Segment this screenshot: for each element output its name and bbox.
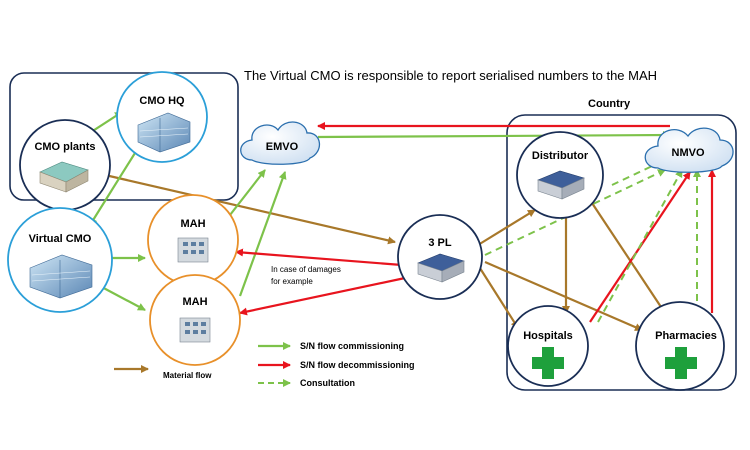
diagram-title: The Virtual CMO is responsible to report… (244, 68, 657, 83)
node-pharmacies: Pharmacies (635, 301, 725, 391)
node-emvo: EMVO (240, 121, 321, 165)
office-building-icon (137, 112, 191, 153)
arrow-3pl-to-hospitals (477, 264, 519, 329)
arrow-hospitals-to-nmvo-dashed (597, 169, 683, 323)
legend-material-label: Material flow (163, 371, 212, 380)
arrow-3pl-to-mah-top (235, 248, 403, 267)
cloud-icon (644, 127, 734, 173)
building-icon (179, 317, 211, 343)
arrow-3pl-to-pharmacies (484, 260, 643, 332)
arrow-mah-bottom-to-emvo (238, 171, 287, 297)
country-box (506, 114, 737, 391)
annotation-line-2: for example (271, 277, 313, 286)
arrow-3pl-to-distributor (477, 209, 536, 246)
legend: Material flow S/N flow commissioning S/N… (114, 341, 415, 388)
node-3pl: 3 PL (397, 214, 483, 300)
emvo-label: EMVO (266, 141, 299, 153)
office-building-icon (29, 254, 93, 299)
arrow-mah-top-to-emvo (229, 169, 266, 216)
arrow-plants-to-3pl (104, 173, 396, 245)
virtual-cmo-label: Virtual CMO (29, 233, 92, 245)
node-nmvo: NMVO (644, 127, 734, 173)
mah-top-label: MAH (180, 218, 205, 230)
cmo-plants-label: CMO plants (34, 141, 95, 153)
cloud-icon (240, 121, 321, 165)
arrow-distributor-to-pharmacies (589, 199, 666, 314)
legend-consultation-label: Consultation (300, 378, 355, 388)
3pl-label: 3 PL (428, 237, 452, 249)
node-virtual-cmo: Virtual CMO (7, 207, 113, 313)
node-cmo-plants: CMO plants (19, 119, 111, 211)
node-cmo-hq: CMO HQ (116, 71, 208, 163)
country-label: Country (588, 98, 631, 110)
medical-cross-icon (532, 347, 564, 379)
cmo-hq-label: CMO HQ (139, 95, 185, 107)
pharmacies-label: Pharmacies (655, 330, 717, 342)
node-hospitals: Hospitals (507, 305, 589, 387)
arrow-hq-to-virtual-cmo (89, 144, 141, 226)
node-distributor: Distributor (516, 131, 604, 219)
factory-icon (39, 161, 89, 193)
warehouse-icon (417, 253, 465, 283)
warehouse-icon (537, 170, 585, 200)
hospitals-label: Hospitals (523, 330, 573, 342)
medical-cross-icon (665, 347, 697, 379)
annotation-line-1: In case of damages (271, 265, 341, 274)
mah-bottom-label: MAH (182, 296, 207, 308)
legend-commissioning-label: S/N flow commissioning (300, 341, 404, 351)
cmo-group-box (9, 72, 239, 201)
arrow-virtual-cmo-to-mah-bottom (97, 284, 146, 311)
legend-decommissioning-label: S/N flow decommissioning (300, 360, 415, 370)
building-icon (177, 237, 209, 263)
arrow-emvo-to-nmvo (317, 131, 671, 140)
node-mah-top: MAH (147, 194, 239, 286)
node-mah-bottom: MAH (149, 274, 241, 366)
nmvo-label: NMVO (672, 147, 705, 159)
distributor-label: Distributor (532, 150, 589, 162)
arrow-3pl-to-mah-bottom (239, 276, 406, 316)
